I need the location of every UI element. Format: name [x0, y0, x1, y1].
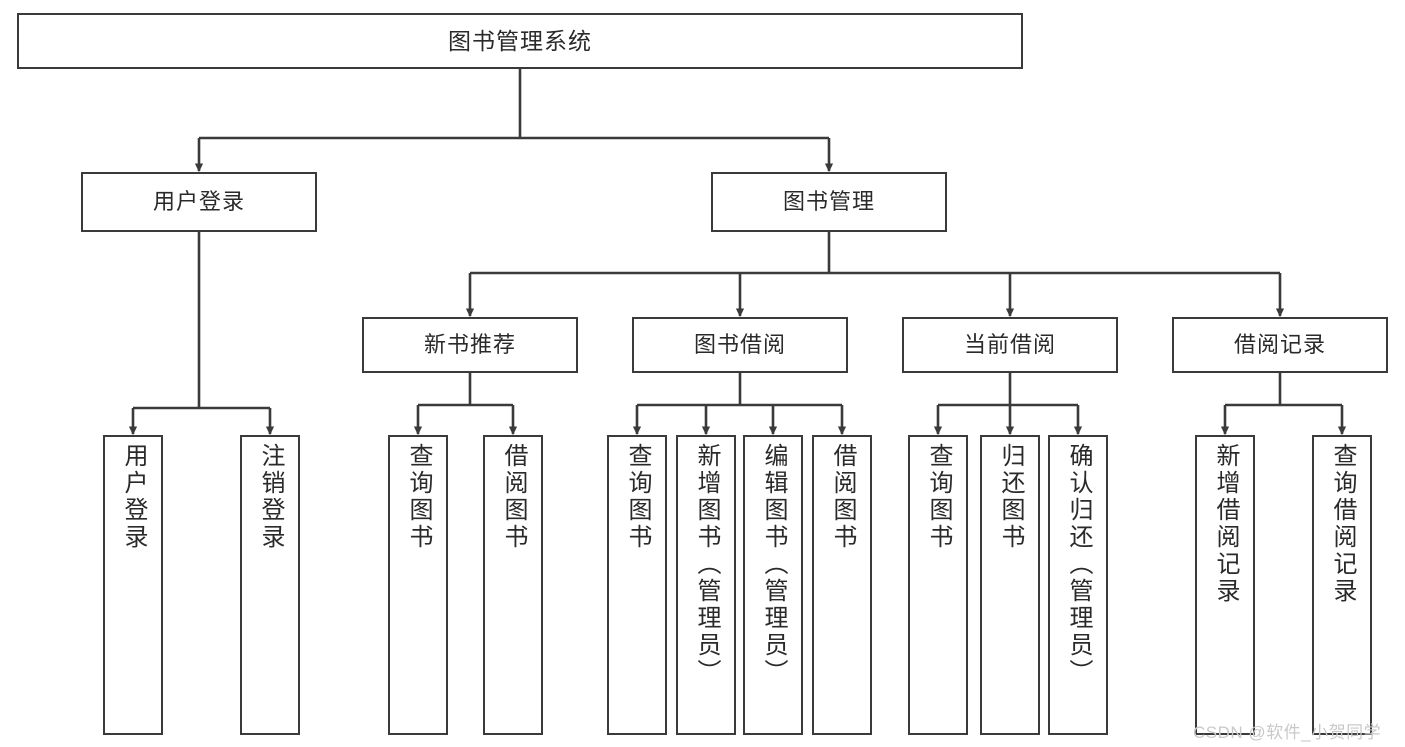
- node-leaf-add-book[interactable]: 新增图书（管理员）: [676, 435, 736, 735]
- node-leaf-add-record[interactable]: 新增借阅记录: [1195, 435, 1255, 735]
- node-label: 注销登录: [257, 443, 284, 551]
- node-label: 确认归还（管理员）: [1065, 443, 1092, 686]
- node-leaf-user-login[interactable]: 用户登录: [103, 435, 163, 735]
- node-current-borrow[interactable]: 当前借阅: [902, 317, 1118, 373]
- watermark: CSDN @软件_小贺同学: [1193, 723, 1382, 742]
- node-leaf-query-book-1[interactable]: 查询图书: [388, 435, 448, 735]
- node-leaf-confirm-return[interactable]: 确认归还（管理员）: [1048, 435, 1108, 735]
- node-label: 图书借阅: [693, 331, 786, 357]
- node-leaf-logout[interactable]: 注销登录: [240, 435, 300, 735]
- node-label: 新增借阅记录: [1212, 443, 1239, 605]
- node-label: 新增图书（管理员）: [693, 443, 720, 686]
- node-label: 新书推荐: [423, 331, 516, 357]
- node-leaf-return-book[interactable]: 归还图书: [980, 435, 1040, 735]
- node-leaf-borrow-book-1[interactable]: 借阅图书: [483, 435, 543, 735]
- node-label: 用户登录: [152, 188, 245, 214]
- node-root[interactable]: 图书管理系统: [17, 13, 1023, 69]
- node-label: 查询图书: [624, 443, 651, 551]
- node-label: 图书管理: [782, 188, 875, 214]
- node-label: 查询借阅记录: [1329, 443, 1356, 605]
- node-leaf-query-record[interactable]: 查询借阅记录: [1312, 435, 1372, 735]
- node-book-borrow[interactable]: 图书借阅: [632, 317, 848, 373]
- node-leaf-edit-book[interactable]: 编辑图书（管理员）: [743, 435, 803, 735]
- node-label: 归还图书: [997, 443, 1024, 551]
- node-borrow-records[interactable]: 借阅记录: [1172, 317, 1388, 373]
- node-label: 编辑图书（管理员）: [760, 443, 787, 686]
- node-label: 借阅图书: [500, 443, 527, 551]
- node-label: 用户登录: [120, 443, 147, 551]
- node-label: 查询图书: [405, 443, 432, 551]
- node-leaf-query-book-2[interactable]: 查询图书: [607, 435, 667, 735]
- node-new-book-recommend[interactable]: 新书推荐: [362, 317, 578, 373]
- node-leaf-query-book-3[interactable]: 查询图书: [908, 435, 968, 735]
- node-label: 查询图书: [925, 443, 952, 551]
- node-leaf-borrow-book-2[interactable]: 借阅图书: [812, 435, 872, 735]
- node-label: 借阅记录: [1233, 331, 1326, 357]
- node-label: 借阅图书: [829, 443, 856, 551]
- node-label: 当前借阅: [963, 331, 1056, 357]
- node-user-login[interactable]: 用户登录: [81, 172, 317, 232]
- node-book-management[interactable]: 图书管理: [711, 172, 947, 232]
- node-label: 图书管理系统: [448, 27, 592, 54]
